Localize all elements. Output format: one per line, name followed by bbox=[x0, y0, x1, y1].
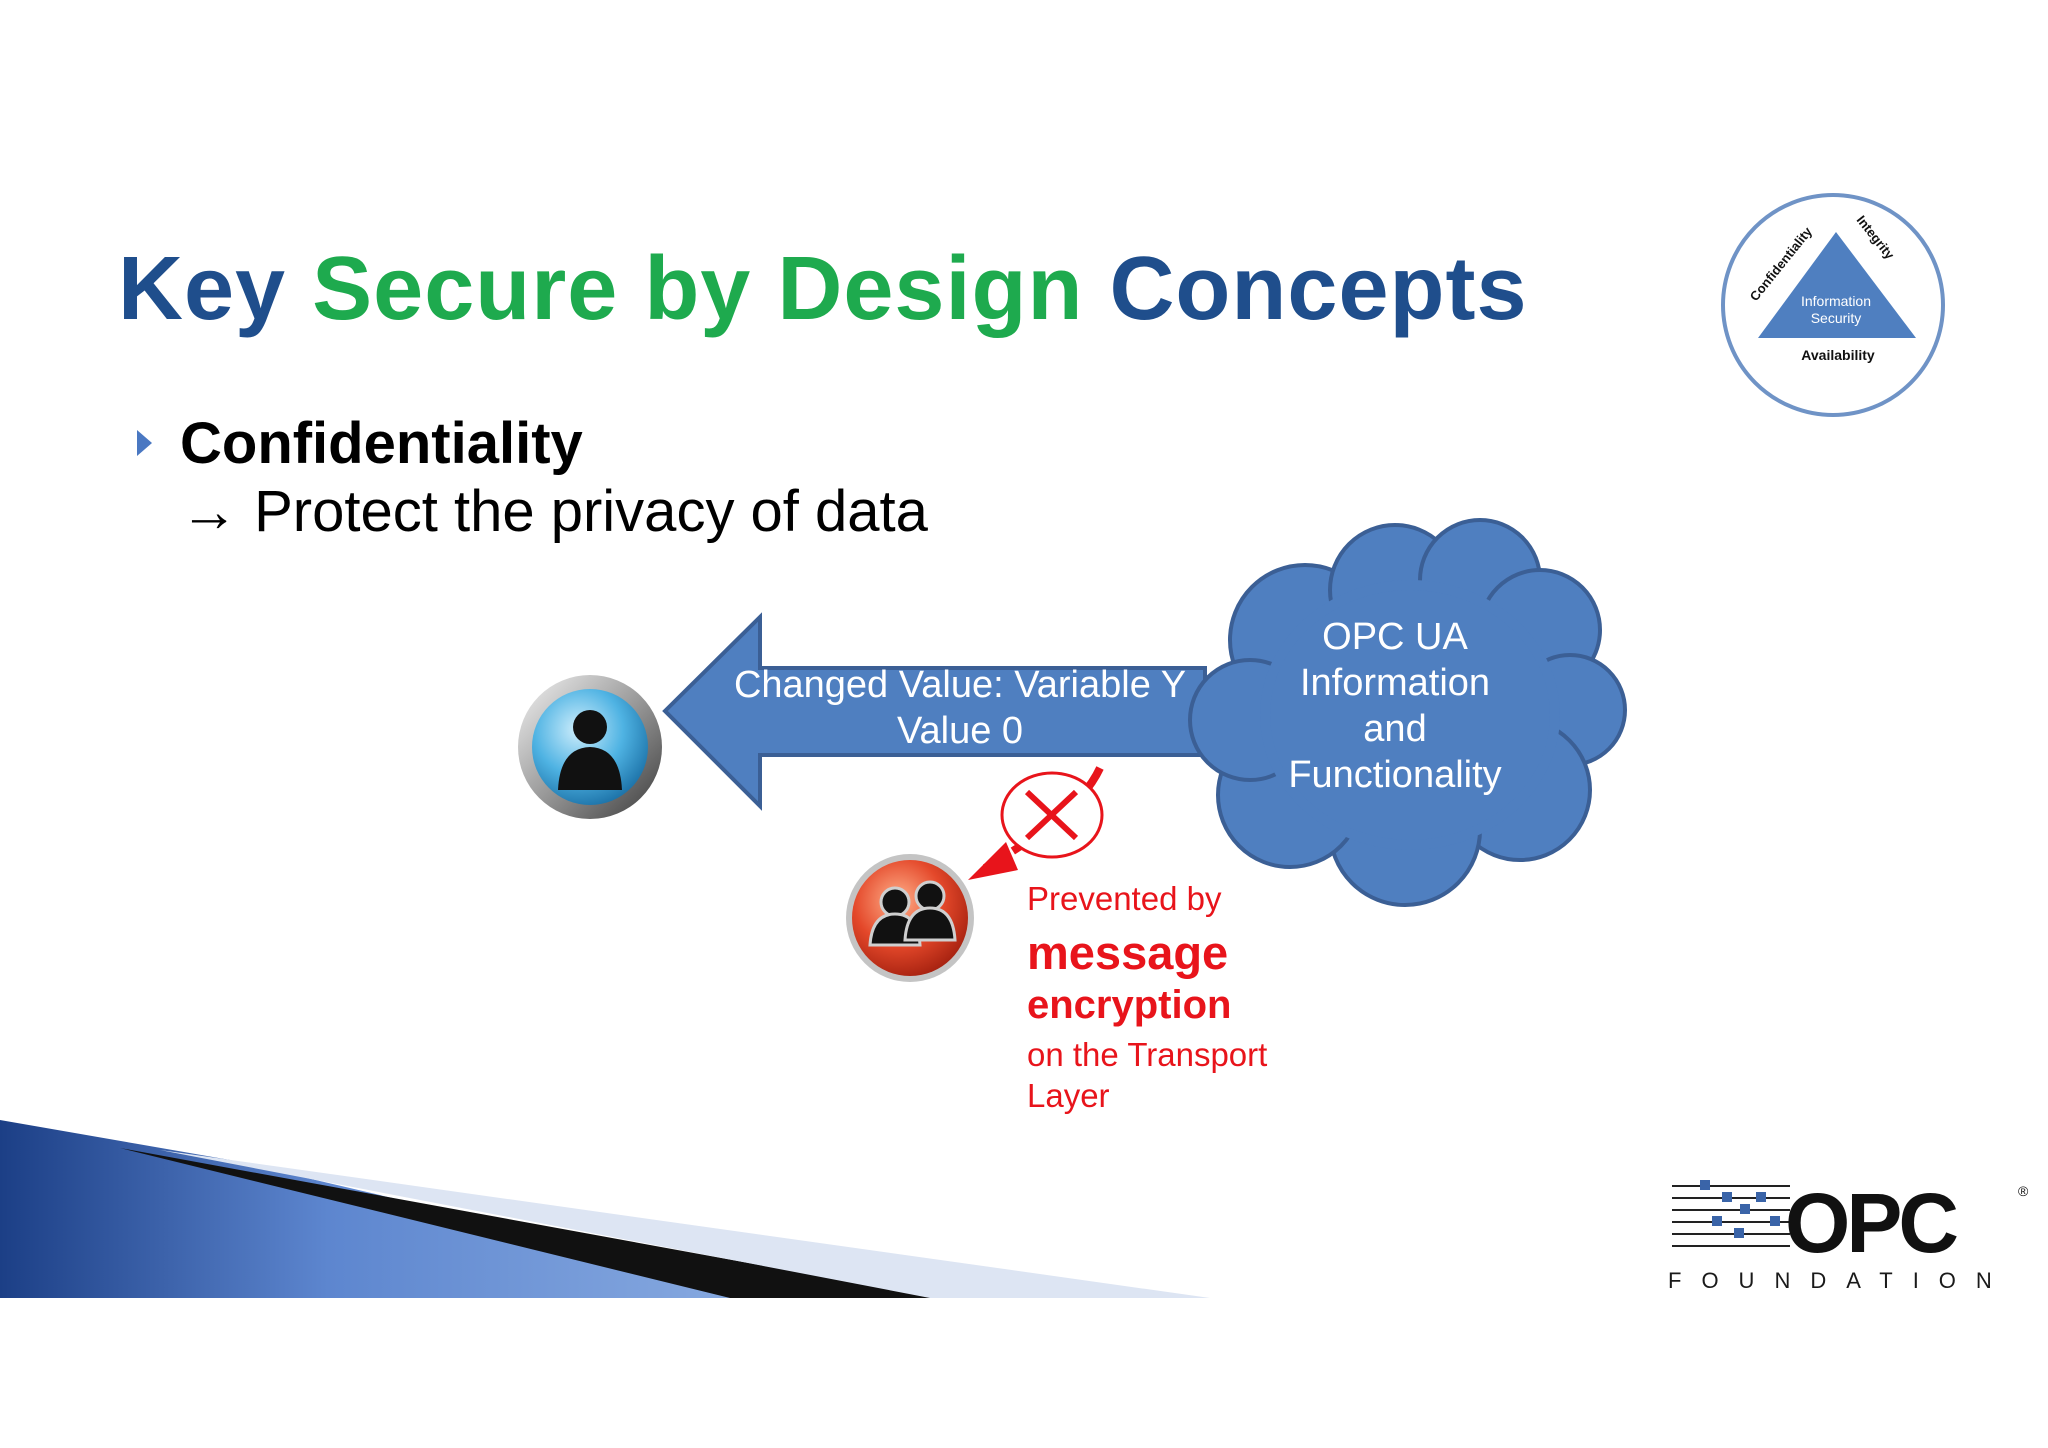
opc-foundation-tagline: FOUNDATION bbox=[1668, 1268, 2012, 1293]
intercept-arrowhead bbox=[968, 842, 1018, 880]
bullet-triangle-icon bbox=[137, 430, 152, 456]
arrow-label: Changed Value: Variable Y Value 0 bbox=[720, 662, 1200, 754]
cloud-label-line1: OPC UA bbox=[1322, 616, 1468, 658]
footer-swoosh-light bbox=[160, 1150, 1210, 1298]
blocked-x-stroke2 bbox=[1024, 789, 1079, 841]
cloud-label-line4: Functionality bbox=[1288, 754, 1502, 796]
note-line4: on the Transport bbox=[1027, 1036, 1268, 1073]
title-word-secure-by-design: Secure by Design bbox=[312, 239, 1084, 339]
arrow-label-line1: Changed Value: Variable Y bbox=[733, 664, 1187, 706]
security-triad-badge: Confidentiality Integrity Information Se… bbox=[1721, 193, 1945, 417]
triad-triangle bbox=[1758, 232, 1916, 338]
note-line2: message bbox=[1027, 926, 1229, 979]
arrow-label-line2: Value 0 bbox=[896, 710, 1024, 752]
bullet-subtext-line: → Protect the privacy of data bbox=[180, 478, 928, 545]
note-line3: encryption bbox=[1027, 983, 1232, 1027]
opc-logo-mark: OPC ® bbox=[1672, 1176, 2029, 1270]
cloud-label: OPC UA Information and Functionality bbox=[1240, 614, 1550, 798]
title-word-key: Key bbox=[118, 239, 287, 339]
triad-center-line2: Security bbox=[1811, 310, 1862, 326]
user-icon bbox=[518, 675, 662, 819]
triad-label-availability: Availability bbox=[1801, 347, 1875, 363]
users-group-icon bbox=[846, 854, 974, 982]
bullet-subtext: Protect the privacy of data bbox=[254, 479, 928, 544]
registered-mark: ® bbox=[2018, 1183, 2029, 1199]
note-line1: Prevented by bbox=[1027, 880, 1222, 917]
cloud-label-line3: and bbox=[1363, 708, 1427, 750]
right-arrow-icon: → bbox=[180, 479, 238, 544]
note-line5: Layer bbox=[1027, 1077, 1110, 1114]
title-word-concepts: Concepts bbox=[1109, 239, 1528, 339]
opc-logo-letters: OPC bbox=[1785, 1176, 1957, 1270]
bullet-heading: Confidentiality bbox=[180, 411, 583, 476]
cloud-label-line2: Information bbox=[1299, 662, 1491, 704]
triad-center-line1: Information bbox=[1801, 293, 1871, 309]
slide-title: Key Secure by Design Concepts bbox=[118, 238, 1528, 341]
